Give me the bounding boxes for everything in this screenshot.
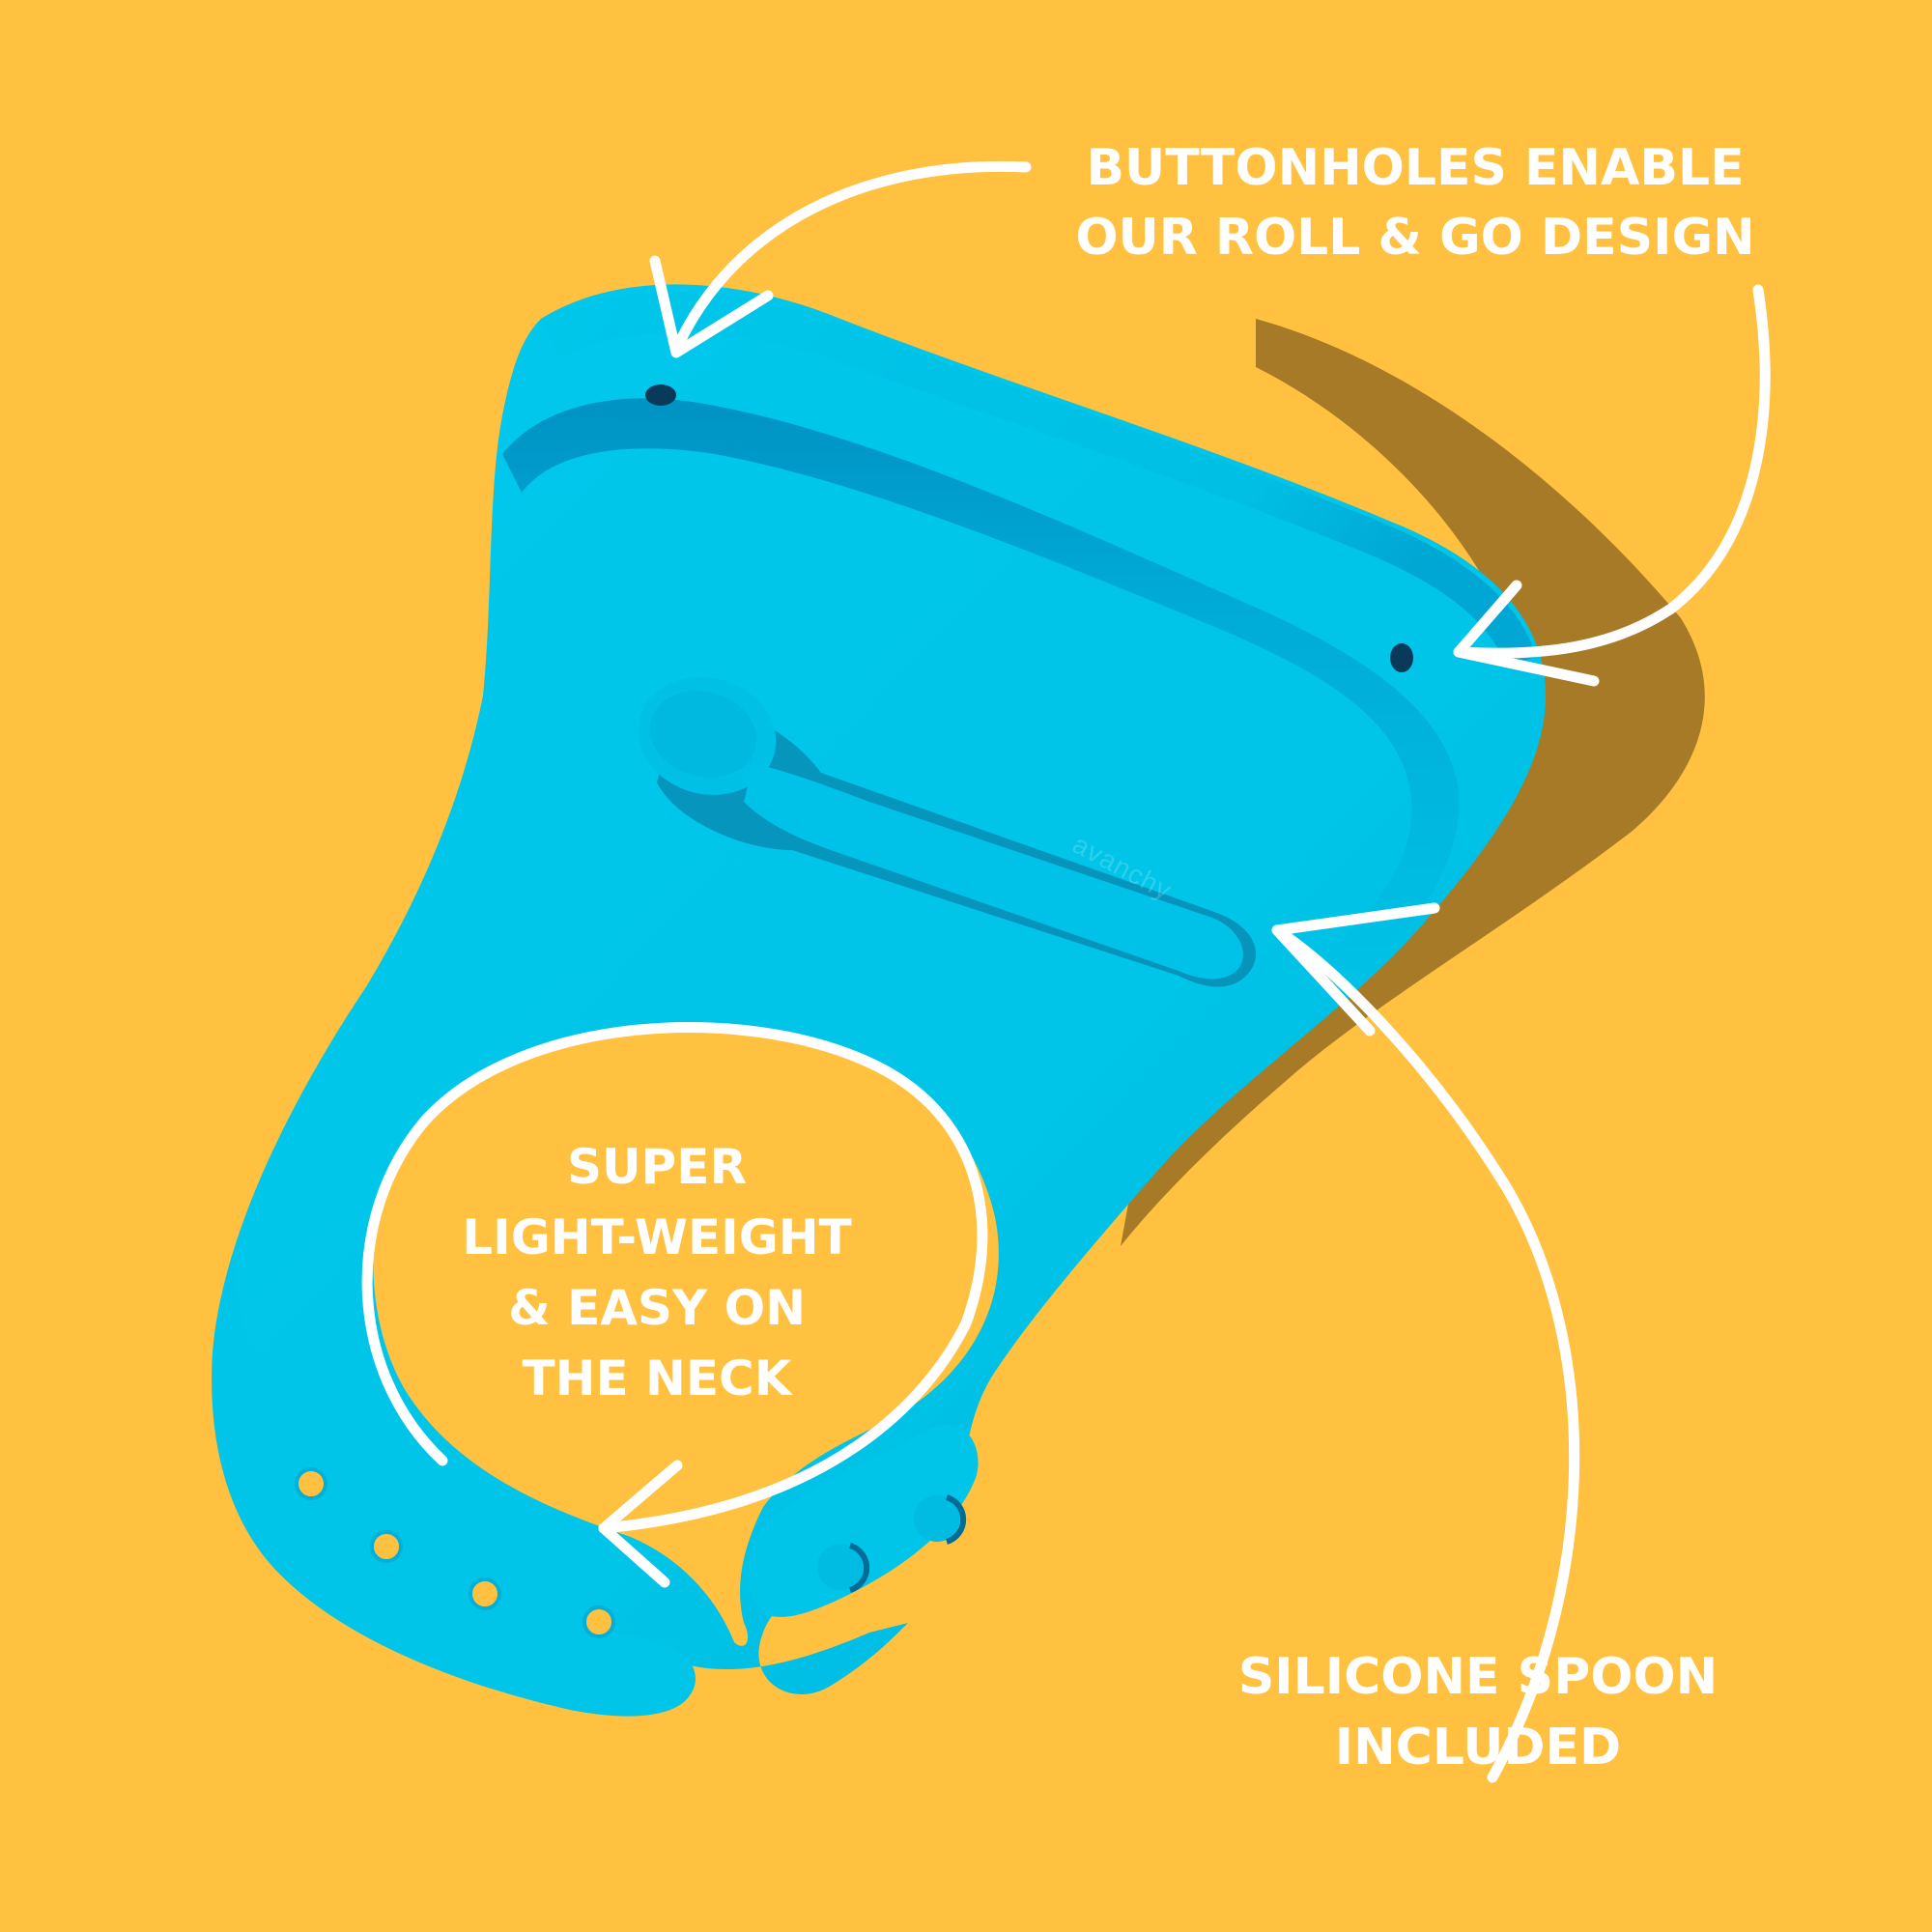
callout-line: & EASY ON bbox=[508, 1280, 806, 1336]
arrowhead-icon bbox=[649, 255, 774, 358]
arrowhead-icon bbox=[1453, 580, 1600, 687]
bib-left-strap bbox=[212, 1256, 696, 1717]
curved-arrow-icon bbox=[1453, 284, 1771, 659]
callout-line: THE NECK bbox=[522, 1350, 792, 1406]
silicone-spoon bbox=[638, 677, 1256, 987]
strap-hole bbox=[582, 1605, 615, 1638]
callout-line: BUTTONHOLES ENABLE bbox=[1086, 139, 1745, 197]
bib-top-rim bbox=[541, 292, 1536, 667]
strap-button bbox=[914, 1495, 960, 1542]
buttonhole-left bbox=[645, 384, 676, 406]
callout-line: LIGHT-WEIGHT bbox=[462, 1209, 852, 1265]
neck-opening bbox=[373, 1024, 999, 1646]
bib bbox=[212, 284, 1546, 1717]
strap-hole bbox=[370, 1530, 403, 1563]
callout-neck: SUPER LIGHT-WEIGHT & EASY ON THE NECK bbox=[415, 1132, 898, 1414]
spoon-handle bbox=[744, 763, 1243, 980]
curved-arrow-icon bbox=[670, 160, 1032, 355]
strap-button bbox=[817, 1544, 864, 1590]
annotation-arrows bbox=[361, 160, 1771, 1783]
strap-buttons bbox=[817, 1494, 967, 1593]
top-buttonholes bbox=[645, 384, 1413, 672]
strap-hole bbox=[469, 1577, 501, 1610]
bib-right-strap bbox=[749, 1424, 979, 1617]
arrowhead-icon bbox=[598, 1460, 683, 1588]
callout-line: SILICONE SPOON bbox=[1237, 1648, 1719, 1706]
bib-shadow bbox=[1121, 319, 1705, 1246]
circular-arrow-icon bbox=[361, 1022, 988, 1534]
strap-hole bbox=[295, 1467, 327, 1500]
bib-pocket bbox=[502, 398, 1460, 985]
callout-spoon: SILICONE SPOON INCLUDED bbox=[1198, 1642, 1758, 1783]
callout-line: INCLUDED bbox=[1334, 1719, 1622, 1776]
curved-arrow-icon bbox=[1271, 924, 1580, 1783]
callout-line: SUPER bbox=[567, 1139, 747, 1195]
strap-holes bbox=[295, 1467, 615, 1638]
callout-buttonholes: BUTTONHOLES ENABLE OUR ROLL & GO DESIGN bbox=[1048, 133, 1782, 272]
arrowhead-icon bbox=[1271, 902, 1440, 1037]
callout-line: OUR ROLL & GO DESIGN bbox=[1075, 209, 1755, 267]
buttonhole-right bbox=[1390, 643, 1413, 672]
